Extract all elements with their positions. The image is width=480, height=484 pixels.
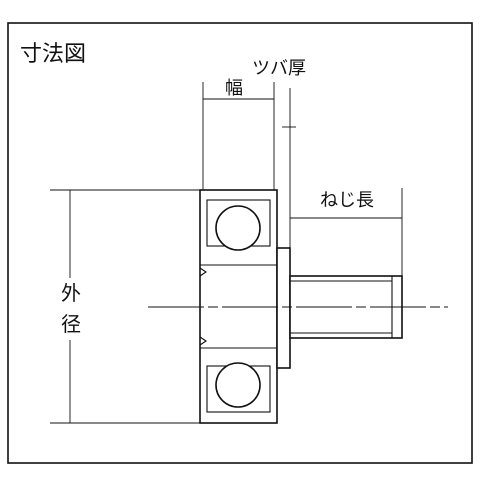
flange-thickness-label: ツバ厚 (252, 58, 306, 79)
diameter-label-backdrop (58, 278, 84, 340)
lower-ball (215, 362, 261, 408)
thread-length-label: ねじ長 (320, 190, 374, 211)
outer-diameter-label-1: 外 (61, 281, 81, 305)
outer-diameter-label-2: 径 (61, 312, 81, 336)
diagram-title: 寸法図 (20, 42, 86, 67)
diagram-frame (7, 22, 473, 464)
flange (276, 247, 291, 369)
upper-ball (215, 205, 261, 251)
ring-break-mark-top (199, 267, 207, 277)
ring-break-mark-bottom (199, 336, 207, 346)
width-label: 幅 (225, 78, 243, 99)
